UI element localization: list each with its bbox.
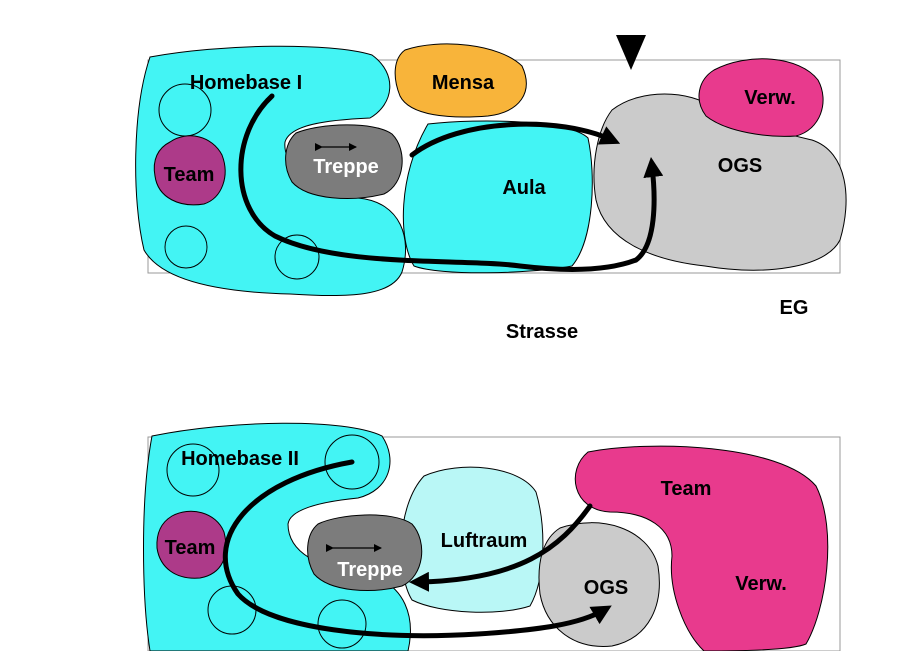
team-left-label: Team xyxy=(165,537,216,559)
mensa-area xyxy=(394,43,527,118)
verwaltung-area xyxy=(698,58,824,137)
flow-arrow-treppe-to-ogs xyxy=(409,121,621,158)
homebase-2-label: Homebase II xyxy=(181,448,299,470)
homebase-2-group-circle xyxy=(317,599,367,649)
verwaltung-label: Verw. xyxy=(744,87,796,109)
homebase-1-label: Homebase I xyxy=(190,72,302,94)
flow-arrow-homebase-to-ogs-upper xyxy=(222,459,612,639)
ogs-upper-label: OGS xyxy=(584,577,628,599)
verwaltung-upper-label: Verw. xyxy=(735,573,787,595)
homebase-1-group-circle xyxy=(164,225,208,269)
team-label: Team xyxy=(164,164,215,186)
treppe-area xyxy=(285,124,403,199)
floor-label: EG xyxy=(780,297,809,319)
ogs-upper-area xyxy=(538,522,660,647)
homebase-2-group-circle xyxy=(324,434,380,490)
treppe-label: Treppe xyxy=(313,156,379,178)
luftraum-label: Luftraum xyxy=(441,530,528,552)
team-right-label: Team xyxy=(661,478,712,500)
street-label: Strasse xyxy=(506,321,578,343)
homebase-1-group-circle xyxy=(274,234,320,280)
homebase-2-group-circle xyxy=(166,443,220,497)
mensa-label: Mensa xyxy=(432,72,495,94)
flow-arrow-team-to-treppe-upper xyxy=(409,503,593,592)
flow-arrow-homebase-to-ogs xyxy=(238,93,664,272)
aula-label: Aula xyxy=(502,177,546,199)
team-area xyxy=(153,135,226,206)
entrance-marker-icon xyxy=(616,35,646,70)
ground-floor-plan: Homebase I Team Treppe Mensa Aula Verw. … xyxy=(135,35,847,343)
homebase-1-area xyxy=(135,45,406,297)
upper-floor-plan: Homebase II Team Treppe Luftraum Team OG… xyxy=(143,422,841,651)
team-left-area xyxy=(156,510,227,579)
treppe-upper-label: Treppe xyxy=(337,559,403,581)
treppe-upper-area xyxy=(307,514,423,591)
ogs-label: OGS xyxy=(718,155,762,177)
homebase-2-area xyxy=(143,422,411,651)
